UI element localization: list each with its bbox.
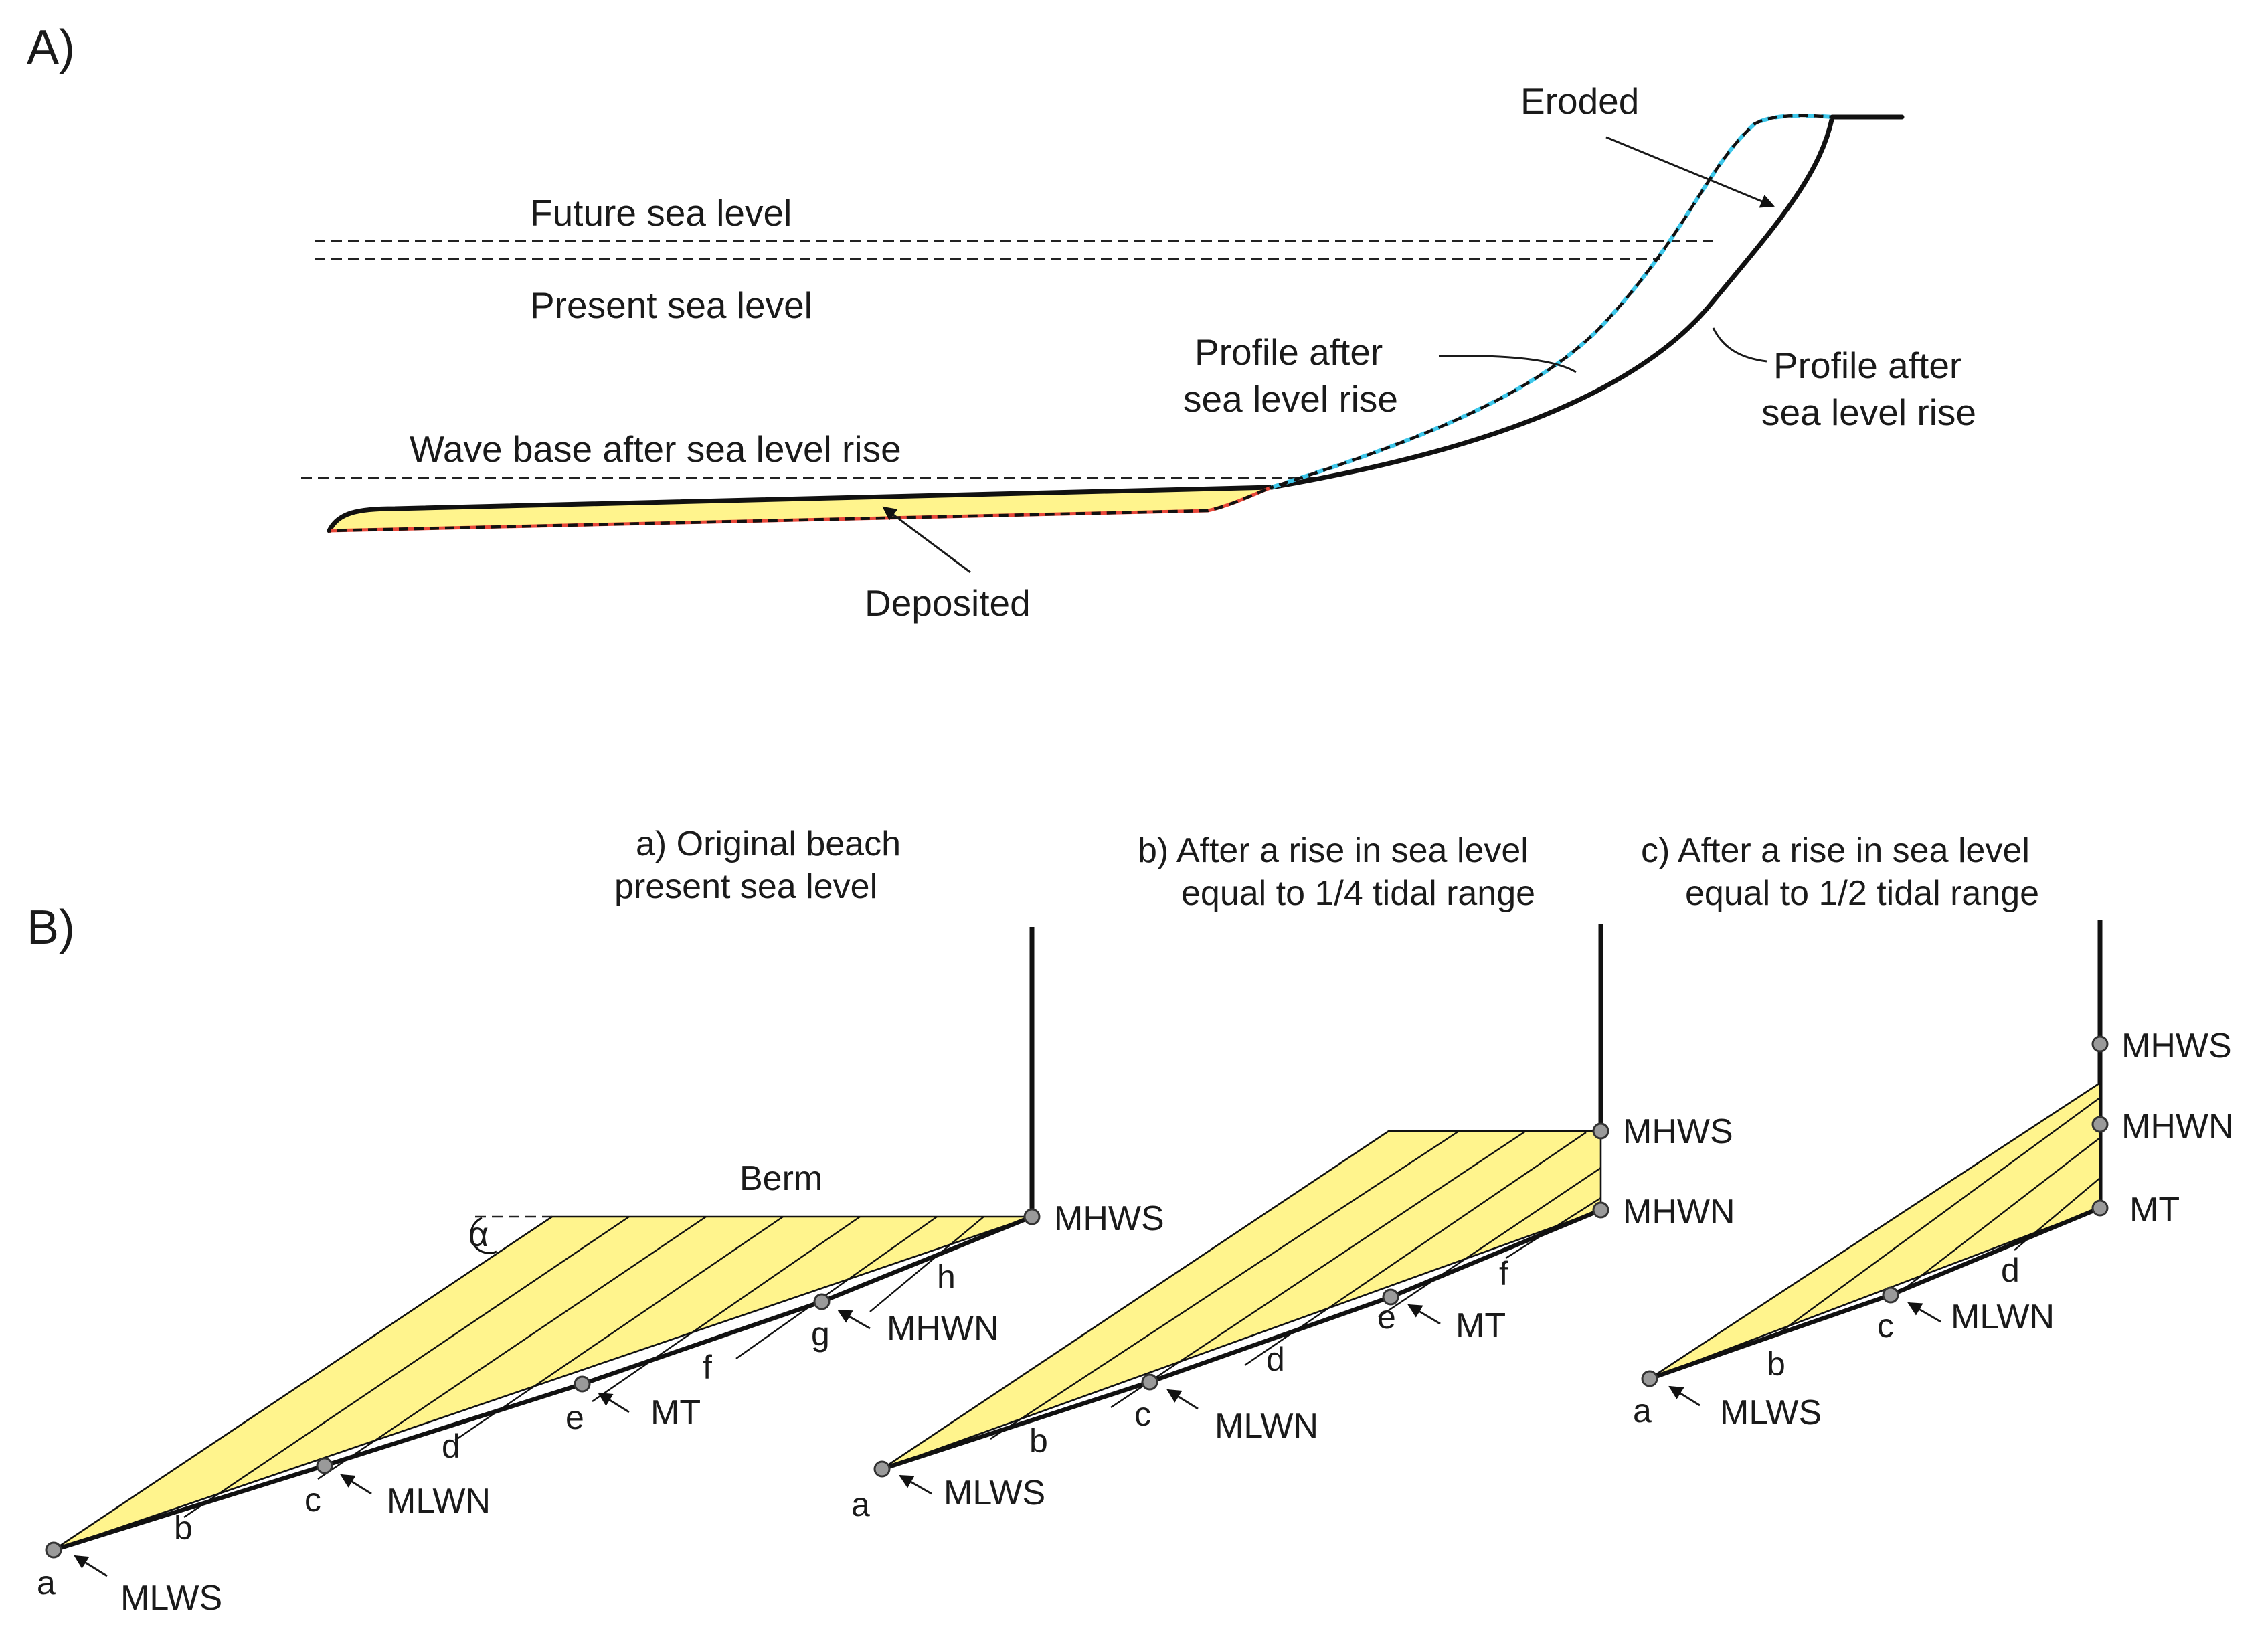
sub-b-arrow-mlws bbox=[899, 1474, 932, 1495]
panel-a: A) Future sea level Present sea level Wa… bbox=[27, 21, 1976, 624]
sub-a-arrow-mt bbox=[598, 1392, 630, 1413]
sub-b-letter-a: a bbox=[851, 1486, 870, 1523]
present-sea-level-label: Present sea level bbox=[530, 284, 812, 326]
sub-b-title-2: equal to 1/4 tidal range bbox=[1181, 874, 1535, 913]
sub-a-title-1: a) Original beach bbox=[636, 825, 901, 863]
sub-b-letter-e: e bbox=[1377, 1298, 1396, 1336]
sub-b-arrow-mt bbox=[1407, 1304, 1441, 1325]
sub-c-beach-wedge bbox=[1649, 1081, 2101, 1380]
sub-b-marker-mlws bbox=[873, 1460, 891, 1478]
profile-after-rise-dash bbox=[1271, 114, 1833, 489]
sub-c-marker-mhwn bbox=[2091, 1116, 2109, 1133]
sub-b-level-mt: MT bbox=[1456, 1306, 1506, 1345]
profile-after-right-label-2: sea level rise bbox=[1761, 392, 1976, 433]
sub-a-beach-wedge bbox=[53, 1215, 1033, 1551]
sub-b-level-mlws: MLWS bbox=[944, 1474, 1045, 1513]
sub-c-level-mlws: MLWS bbox=[1720, 1393, 1822, 1432]
sub-c-arrow-mlws bbox=[1668, 1385, 1700, 1407]
beach-quarter-rise: b) After a rise in sea level equal to 1/… bbox=[851, 831, 1735, 1523]
sub-a-marker-mlwn bbox=[316, 1457, 333, 1474]
deposited-bottom-edge-dash bbox=[329, 485, 1272, 533]
sub-a-marker-mhwn bbox=[813, 1293, 831, 1310]
sub-b-marker-mlwn bbox=[1141, 1373, 1158, 1391]
sub-a-level-mlws: MLWS bbox=[120, 1579, 222, 1618]
profile-after-right-leader bbox=[1712, 327, 1767, 363]
profile-after-right-label-1: Profile after bbox=[1773, 345, 1961, 386]
sub-a-letter-f: f bbox=[703, 1349, 712, 1386]
sub-a-hatch bbox=[183, 1216, 984, 1518]
sub-c-letter-d: d bbox=[2001, 1252, 2020, 1289]
sub-b-beach-face bbox=[881, 1207, 1602, 1472]
sub-c-level-mt: MT bbox=[2129, 1191, 2180, 1229]
sub-b-letter-d: d bbox=[1266, 1341, 1285, 1378]
sub-c-letter-a: a bbox=[1633, 1392, 1652, 1430]
panel-a-label: A) bbox=[27, 21, 75, 74]
sub-b-arrow-mlwn bbox=[1166, 1389, 1199, 1410]
sub-a-title-2: present sea level bbox=[614, 867, 877, 906]
sub-b-title-1: b) After a rise in sea level bbox=[1138, 831, 1529, 870]
deposited-label: Deposited bbox=[865, 582, 1031, 624]
sub-b-level-mhws: MHWS bbox=[1623, 1112, 1733, 1151]
sub-b-level-mhwn: MHWN bbox=[1623, 1193, 1735, 1231]
panel-b-label: B) bbox=[27, 901, 75, 954]
panel-b: B) a) Original beach present sea level α… bbox=[27, 825, 2234, 1618]
sub-c-letter-b: b bbox=[1767, 1345, 1785, 1383]
sub-a-letter-a: a bbox=[37, 1564, 56, 1602]
sub-a-angle-arc bbox=[470, 1217, 497, 1254]
berm-label: Berm bbox=[739, 1159, 822, 1198]
sub-b-letter-b: b bbox=[1029, 1422, 1048, 1460]
original-profile-line bbox=[1269, 114, 1905, 490]
sub-c-letter-c: c bbox=[1877, 1307, 1894, 1345]
sub-a-marker-mhws bbox=[1023, 1208, 1041, 1225]
future-sea-level-label: Future sea level bbox=[530, 192, 792, 234]
sub-b-letter-c: c bbox=[1134, 1395, 1151, 1433]
sub-b-marker-mhws bbox=[1592, 1122, 1609, 1140]
sub-c-marker-mhws bbox=[2091, 1035, 2109, 1053]
eroded-arrow bbox=[1605, 136, 1775, 208]
sub-b-marker-mhwn bbox=[1592, 1201, 1609, 1219]
sub-c-level-mhwn: MHWN bbox=[2121, 1107, 2234, 1146]
sub-c-title-2: equal to 1/2 tidal range bbox=[1685, 874, 2039, 913]
sub-a-level-mhws: MHWS bbox=[1054, 1199, 1164, 1238]
beach-half-rise: c) After a rise in sea level equal to 1/… bbox=[1633, 831, 2234, 1432]
sub-b-marker-mt bbox=[1382, 1288, 1399, 1306]
sub-a-level-mlwn: MLWN bbox=[387, 1482, 491, 1521]
sub-c-level-mlwn: MLWN bbox=[1951, 1298, 2055, 1337]
sub-a-letter-e: e bbox=[565, 1399, 584, 1436]
beach-original: a) Original beach present sea level α Be… bbox=[37, 825, 1164, 1618]
sub-c-arrow-mlwn bbox=[1907, 1302, 1941, 1323]
sub-a-letter-c: c bbox=[304, 1481, 321, 1519]
sub-a-letter-d: d bbox=[442, 1428, 460, 1465]
eroded-label: Eroded bbox=[1520, 80, 1639, 122]
sub-a-level-mt: MT bbox=[650, 1393, 701, 1432]
sub-b-level-mlwn: MLWN bbox=[1215, 1407, 1318, 1446]
profile-after-left-leader bbox=[1438, 355, 1577, 373]
sub-b-letter-f: f bbox=[1499, 1255, 1508, 1292]
sub-a-letter-h: h bbox=[937, 1258, 956, 1296]
deposited-top-edge bbox=[327, 485, 1274, 533]
sub-a-marker-mt bbox=[574, 1375, 591, 1393]
profile-after-left-label-2: sea level rise bbox=[1183, 378, 1398, 420]
sub-c-level-mhws: MHWS bbox=[2121, 1027, 2232, 1065]
sub-a-arrow-mlwn bbox=[340, 1474, 372, 1495]
sub-a-arrow-mlws bbox=[74, 1555, 108, 1577]
sub-a-angle-symbol: α bbox=[468, 1215, 489, 1254]
sub-a-level-mhwn: MHWN bbox=[887, 1309, 999, 1348]
profile-after-rise-blue bbox=[1271, 113, 1833, 489]
sub-c-marker-mlws bbox=[1641, 1370, 1658, 1387]
sub-c-marker-mlwn bbox=[1882, 1286, 1899, 1304]
wave-base-label: Wave base after sea level rise bbox=[410, 428, 901, 470]
deposited-arrow bbox=[882, 506, 971, 574]
deposited-wedge bbox=[329, 487, 1272, 531]
sub-a-arrow-mhwn bbox=[837, 1309, 871, 1330]
sub-a-marker-mlws bbox=[45, 1541, 62, 1559]
sub-a-letter-b: b bbox=[174, 1509, 193, 1547]
sub-c-title-1: c) After a rise in sea level bbox=[1641, 831, 2030, 870]
sub-a-letter-g: g bbox=[811, 1315, 830, 1353]
profile-after-left-label-1: Profile after bbox=[1195, 331, 1383, 373]
sub-c-marker-mt bbox=[2091, 1199, 2109, 1217]
